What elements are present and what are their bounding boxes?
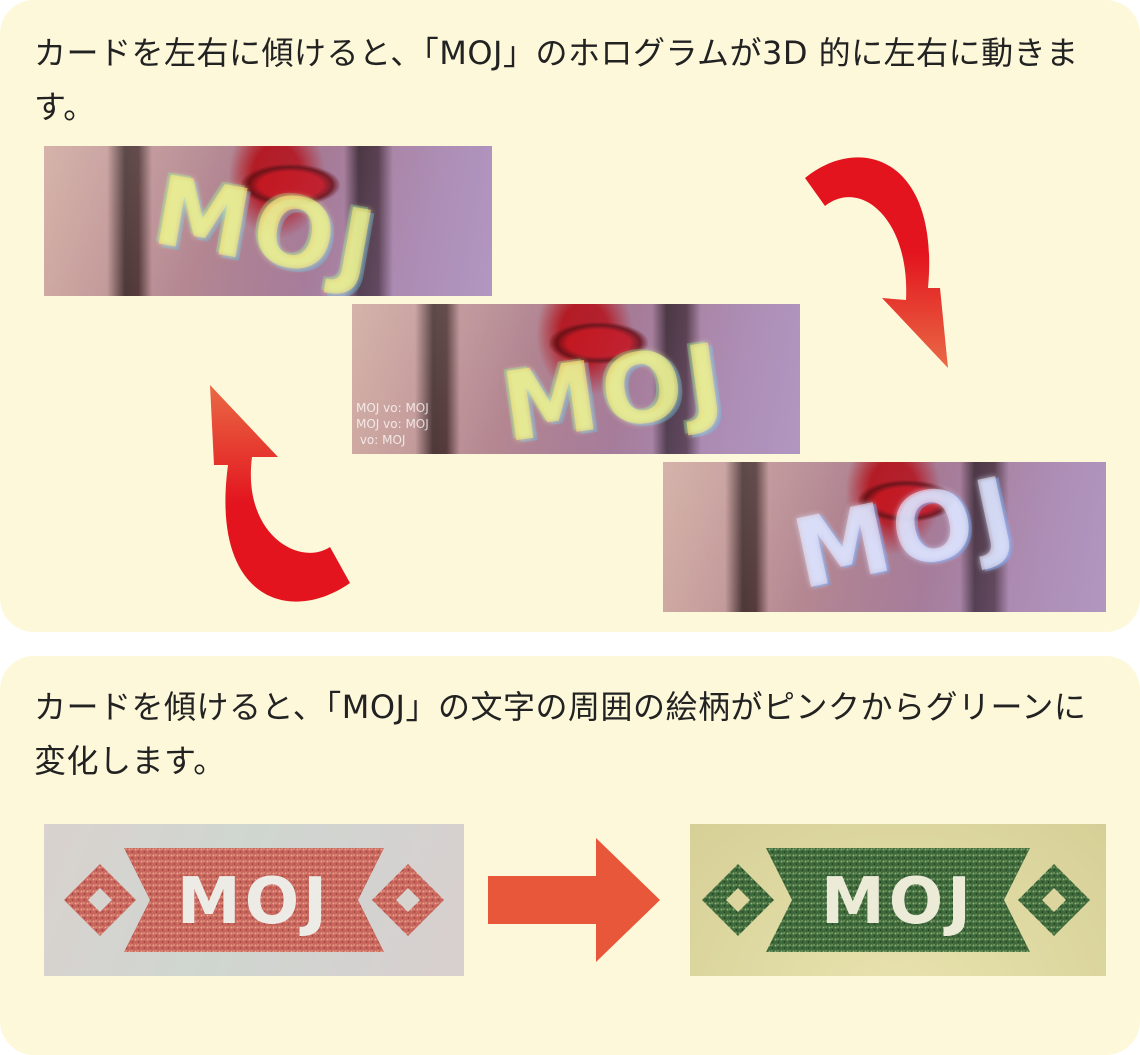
hologram-photo-right-tilt: MOJ bbox=[663, 462, 1106, 612]
emblem-moj-text: MOJ bbox=[821, 865, 975, 939]
color-shift-description: カードを傾けると、「MOJ」の文字の周囲の絵柄がピンクからグリーンに変化します。 bbox=[34, 688, 1087, 780]
hologram-section: カードを左右に傾けると、「MOJ」のホログラムが3D 的に左右に動きます。 MO… bbox=[0, 0, 1140, 632]
hologram-photo-left-tilt: MOJ bbox=[44, 146, 492, 296]
curved-arrow-up-icon bbox=[210, 385, 350, 602]
hologram-photo-center: MOJ MOJ vo: MOJ MOJ vo: MOJ vo: MOJ bbox=[352, 304, 800, 454]
emblem-pink-state: MOJ bbox=[44, 824, 464, 976]
arrow-right-icon bbox=[488, 838, 660, 962]
microprint-text: MOJ vo: MOJ MOJ vo: MOJ vo: MOJ bbox=[356, 401, 429, 447]
hologram-description: カードを左右に傾けると、「MOJ」のホログラムが3D 的に左右に動きます。 bbox=[34, 34, 1079, 126]
emblem-green-state: MOJ bbox=[690, 824, 1106, 976]
emblem-moj-text: MOJ bbox=[177, 865, 331, 939]
curved-arrow-down-icon bbox=[805, 157, 948, 368]
